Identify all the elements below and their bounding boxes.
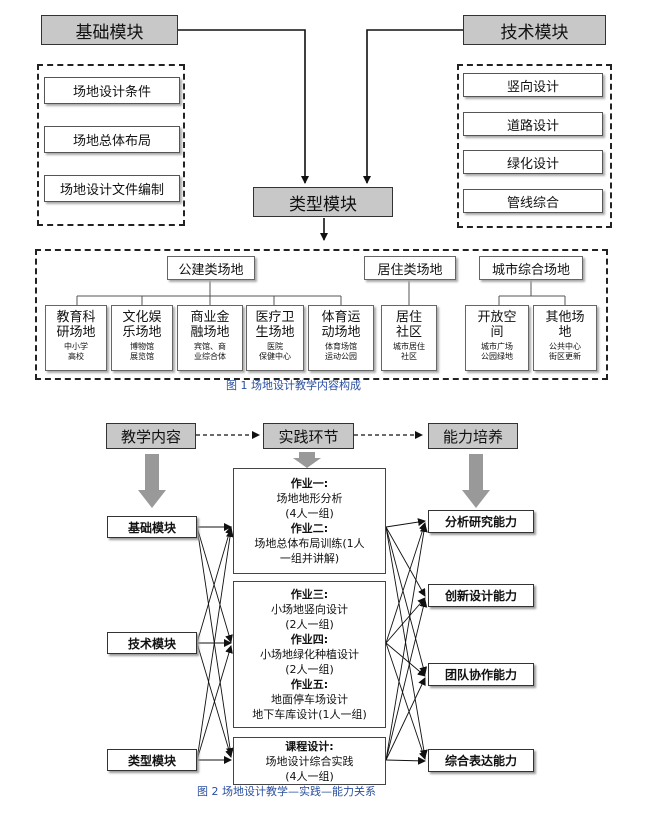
task-text: (2人一组)	[285, 663, 334, 676]
subtype-title: 文化娱 乐场地	[122, 310, 162, 340]
category-urban: 城市综合场地	[479, 256, 583, 280]
task-label: 作业一:	[290, 477, 329, 490]
basic-item: 场地设计条件	[44, 77, 180, 104]
subtype-examples: 医院 保健中心	[259, 342, 291, 361]
task-text: 地面停车场设计	[271, 693, 348, 706]
category-public: 公建类场地	[167, 256, 255, 280]
task-text: 场地设计综合实践	[265, 754, 354, 768]
subtype-examples: 宾馆、商 业综合体	[194, 342, 226, 361]
basic-module-box: 基础模块	[41, 15, 178, 45]
left-tech-module: 技术模块	[107, 632, 197, 654]
task-text: 小场地绿化种植设计	[260, 648, 359, 661]
subtype-title: 医疗卫 生场地	[255, 310, 295, 340]
subtype-examples: 公共中心 街区更新	[549, 342, 581, 361]
basic-items-group	[37, 64, 185, 226]
task-text: (4人一组)	[285, 769, 334, 783]
subtype-title: 居住 社区	[395, 310, 422, 340]
subtype-education: 教育科 研场地 中小学 高校	[45, 305, 107, 371]
subtype-examples: 城市居住 社区	[393, 342, 425, 361]
tech-item: 绿化设计	[463, 150, 603, 174]
figure1-caption: 图 1 场地设计教学内容构成	[226, 379, 361, 392]
task-label: 作业三:	[290, 588, 329, 601]
type-module-box: 类型模块	[253, 187, 393, 217]
type-items-group	[35, 249, 608, 380]
header-ability: 能力培养	[428, 423, 518, 449]
task-text: 小场地竖向设计	[271, 603, 348, 616]
tech-module-box: 技术模块	[463, 15, 606, 45]
subtype-other: 其他场 地 公共中心 街区更新	[533, 305, 597, 371]
subtype-medical: 医疗卫 生场地 医院 保健中心	[246, 305, 304, 371]
subtype-examples: 城市广场 公园绿地	[481, 342, 513, 361]
subtype-open-space: 开放空 间 城市广场 公园绿地	[465, 305, 529, 371]
subtype-culture: 文化娱 乐场地 博物馆 展览馆	[111, 305, 173, 371]
subtype-community: 居住 社区 城市居住 社区	[381, 305, 437, 371]
task-text: (2人一组)	[285, 618, 334, 631]
header-practice: 实践环节	[263, 423, 354, 449]
subtype-examples: 体育场馆 运动公园	[325, 342, 357, 361]
left-basic-module: 基础模块	[107, 516, 197, 538]
tech-item: 管线综合	[463, 189, 603, 213]
tech-item: 道路设计	[463, 112, 603, 136]
basic-item: 场地总体布局	[44, 126, 180, 153]
task-label: 作业二:	[290, 522, 329, 535]
task-label: 作业五:	[290, 678, 329, 691]
figure2-caption: 图 2 场地设计教学—实践—能力关系	[197, 785, 376, 798]
task-group-1: 作业一: 场地地形分析 (4人一组) 作业二: 场地总体布局训练(1人 一组并讲…	[233, 468, 386, 574]
ability-innovation: 创新设计能力	[428, 584, 534, 607]
left-type-module: 类型模块	[107, 749, 197, 771]
task-label: 作业四:	[290, 633, 329, 646]
subtype-title: 体育运 动场地	[321, 310, 361, 340]
subtype-title: 开放空 间	[477, 310, 517, 340]
task-text: (4人一组)	[285, 507, 334, 520]
subtype-title: 商业金 融场地	[190, 310, 230, 340]
subtype-sports: 体育运 动场地 体育场馆 运动公园	[308, 305, 374, 371]
task-text: 场地总体布局训练(1人	[254, 537, 365, 550]
tech-item: 竖向设计	[463, 73, 603, 97]
subtype-title: 教育科 研场地	[56, 310, 96, 340]
task-text: 一组并讲解)	[279, 552, 340, 565]
category-residential: 居住类场地	[364, 256, 456, 280]
task-text: 地下车库设计(1人一组)	[252, 708, 367, 721]
task-label: 课程设计:	[285, 739, 334, 753]
subtype-examples: 博物馆 展览馆	[130, 342, 154, 361]
subtype-examples: 中小学 高校	[64, 342, 88, 361]
task-group-2: 作业三: 小场地竖向设计 (2人一组) 作业四: 小场地绿化种植设计 (2人一组…	[233, 581, 386, 728]
header-teaching-content: 教学内容	[106, 423, 196, 449]
subtype-commerce: 商业金 融场地 宾馆、商 业综合体	[177, 305, 243, 371]
subtype-title: 其他场 地	[545, 310, 585, 340]
tech-items-group	[457, 64, 612, 228]
task-text: 场地地形分析	[276, 492, 343, 505]
basic-item: 场地设计文件编制	[44, 175, 180, 202]
ability-teamwork: 团队协作能力	[428, 663, 534, 686]
ability-analysis: 分析研究能力	[428, 510, 534, 533]
task-group-3: 课程设计: 场地设计综合实践 (4人一组)	[233, 737, 386, 785]
ability-expression: 综合表达能力	[428, 749, 534, 772]
